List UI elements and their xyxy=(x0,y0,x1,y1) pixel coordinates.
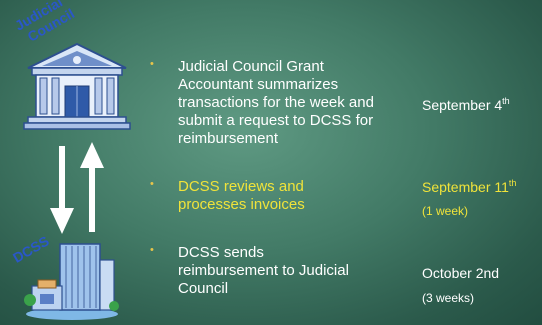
step-1-date: September 4th xyxy=(422,96,510,113)
bullet-icon: • xyxy=(150,244,154,256)
courthouse-icon xyxy=(23,42,131,130)
step-3-duration: (3 weeks) xyxy=(422,291,475,305)
arrow-down-icon xyxy=(50,146,74,234)
office-building-icon xyxy=(24,243,119,320)
bullet-icon: • xyxy=(150,178,154,190)
arrow-up-icon xyxy=(80,142,104,232)
step-2-duration: (1 week) xyxy=(422,204,469,218)
step-3-text: DCSS sends reimbursement to Judicial Cou… xyxy=(178,244,349,297)
step-2-text: DCSS reviews and processes invoices xyxy=(178,178,305,213)
step-2-date: September 11th xyxy=(422,178,517,195)
step-1-text: Judicial Council Grant Accountant summar… xyxy=(178,58,374,147)
bullet-icon: • xyxy=(150,58,154,70)
step-3-date: October 2nd xyxy=(422,265,500,281)
